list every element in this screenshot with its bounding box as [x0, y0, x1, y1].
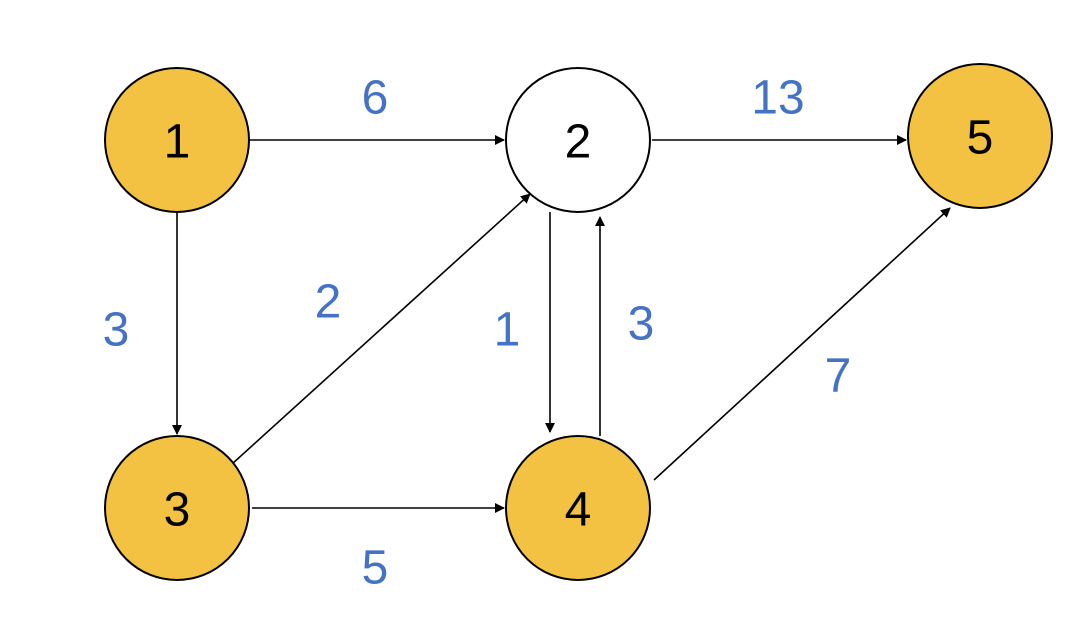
node-2-circle: [505, 67, 651, 213]
node-3-circle: [104, 435, 250, 581]
node-3-label: 3: [164, 484, 191, 537]
node-5: 5: [907, 63, 1053, 209]
node-1: 1: [104, 67, 250, 213]
node-2-label: 2: [565, 116, 592, 169]
node-1-label: 1: [164, 116, 191, 169]
weight-3-to-2: 2: [315, 276, 342, 329]
node-3: 3: [104, 435, 250, 581]
weight-1-to-3: 3: [103, 304, 130, 357]
weight-4-to-2: 3: [628, 298, 655, 351]
weight-3-to-4: 5: [362, 542, 389, 595]
nodes-layer: 1 2 3 4 5: [104, 63, 1053, 581]
edge-4-to-5: [653, 207, 951, 481]
node-5-label: 5: [967, 112, 994, 165]
node-4: 4: [505, 435, 651, 581]
node-4-label: 4: [565, 484, 592, 537]
weight-2-to-5: 13: [751, 72, 804, 125]
node-1-circle: [104, 67, 250, 213]
node-2: 2: [505, 67, 651, 213]
weight-2-to-4: 1: [494, 304, 521, 357]
node-5-circle: [907, 63, 1053, 209]
node-4-circle: [505, 435, 651, 581]
weight-1-to-2: 6: [362, 72, 389, 125]
edges-layer: [172, 135, 951, 513]
weight-4-to-5: 7: [825, 350, 852, 403]
edge-3-to-2: [231, 193, 531, 465]
weights-layer: 6 13 3 2 1 3 7 5: [103, 72, 852, 595]
